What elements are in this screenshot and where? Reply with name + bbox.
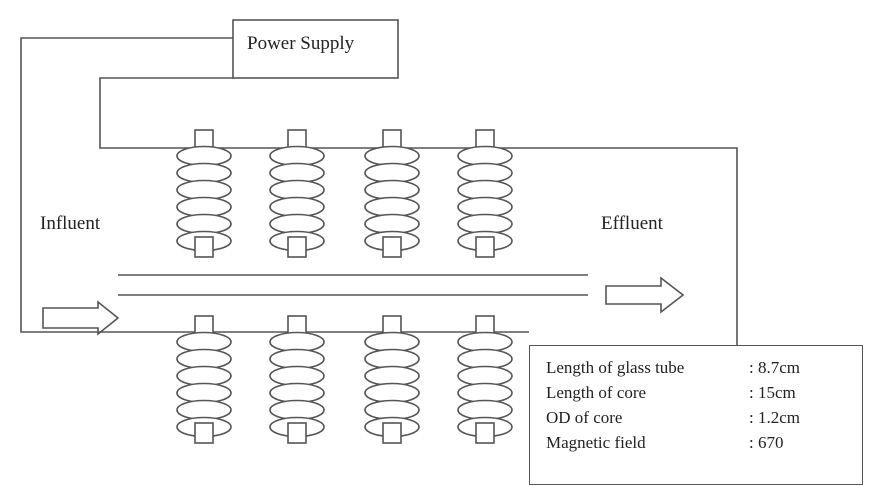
coil-winding: [176, 179, 232, 201]
core-stub-bottom: [475, 236, 495, 258]
coil-winding: [457, 213, 513, 235]
coil-winding: [364, 382, 420, 404]
coil-winding: [364, 331, 420, 353]
coil-winding: [364, 399, 420, 421]
coil-winding: [457, 331, 513, 353]
coil-winding: [269, 382, 325, 404]
coil-winding: [176, 213, 232, 235]
core-stub-bottom: [382, 422, 402, 444]
coil-winding: [269, 348, 325, 370]
specification-box: Length of glass tube : 8.7cm Length of c…: [529, 345, 863, 485]
spec-name: Magnetic field: [546, 433, 646, 452]
coil-winding: [364, 213, 420, 235]
coil-winding: [364, 348, 420, 370]
power-wire: [99, 77, 738, 357]
power-supply-label: Power Supply: [247, 33, 355, 54]
core-stub-bottom: [287, 422, 307, 444]
magnetic-core: [176, 315, 232, 444]
coil-winding: [457, 196, 513, 218]
influent-arrow: [42, 300, 120, 336]
spec-name: Length of core: [546, 383, 647, 402]
core-row-bottom: [176, 315, 513, 444]
effluent-arrow: [605, 276, 685, 314]
coil-winding: [269, 179, 325, 201]
spec-row-magnetic-field: Magnetic field : 670: [546, 433, 783, 453]
coil-winding: [176, 348, 232, 370]
coil-winding: [457, 399, 513, 421]
spec-name: Length of glass tube: [546, 358, 685, 377]
coil-winding: [364, 196, 420, 218]
influent-label: Influent: [40, 213, 101, 234]
coil-winding: [176, 196, 232, 218]
magnetic-core: [269, 129, 325, 258]
schematic-drawing: [20, 19, 738, 444]
coil-winding: [364, 365, 420, 387]
coil-winding: [364, 179, 420, 201]
diagram-canvas: Power Supply Influent Effluent Length of…: [20, 19, 863, 485]
effluent-label: Effluent: [601, 213, 663, 234]
spec-row-tube-length: Length of glass tube : 8.7cm: [546, 358, 800, 378]
magnetic-core: [457, 315, 513, 444]
coil-winding: [457, 162, 513, 184]
power-supply-box: [232, 19, 399, 79]
coil-winding: [269, 145, 325, 167]
coil-winding: [269, 196, 325, 218]
spec-value: : 670: [749, 433, 784, 452]
coil-winding: [364, 162, 420, 184]
core-row-top: [176, 129, 513, 258]
coil-winding: [457, 179, 513, 201]
spec-row-core-od: OD of core : 1.2cm: [546, 408, 800, 428]
spec-value: : 1.2cm: [749, 408, 800, 427]
magnetic-core: [364, 315, 420, 444]
coil-winding: [457, 382, 513, 404]
core-stub-bottom: [194, 422, 214, 444]
spec-value: : 15cm: [749, 383, 796, 402]
magnetic-core: [457, 129, 513, 258]
coil-winding: [176, 145, 232, 167]
coil-winding: [269, 399, 325, 421]
coil-winding: [176, 331, 232, 353]
coil-winding: [269, 331, 325, 353]
coil-winding: [457, 145, 513, 167]
coil-winding: [364, 145, 420, 167]
core-stub-bottom: [287, 236, 307, 258]
core-stub-bottom: [194, 236, 214, 258]
coil-winding: [457, 348, 513, 370]
magnetic-core: [364, 129, 420, 258]
coil-winding: [269, 162, 325, 184]
magnetic-core: [176, 129, 232, 258]
coil-winding: [176, 382, 232, 404]
spec-row-core-length: Length of core : 15cm: [546, 383, 796, 403]
coil-winding: [176, 162, 232, 184]
coil-winding: [269, 365, 325, 387]
spec-name: OD of core: [546, 408, 623, 427]
coil-winding: [176, 399, 232, 421]
outer-frame: [20, 37, 529, 333]
magnetic-core: [269, 315, 325, 444]
coil-winding: [176, 365, 232, 387]
coil-winding: [457, 365, 513, 387]
core-stub-bottom: [475, 422, 495, 444]
core-stub-bottom: [382, 236, 402, 258]
coil-winding: [269, 213, 325, 235]
spec-value: : 8.7cm: [749, 358, 800, 377]
